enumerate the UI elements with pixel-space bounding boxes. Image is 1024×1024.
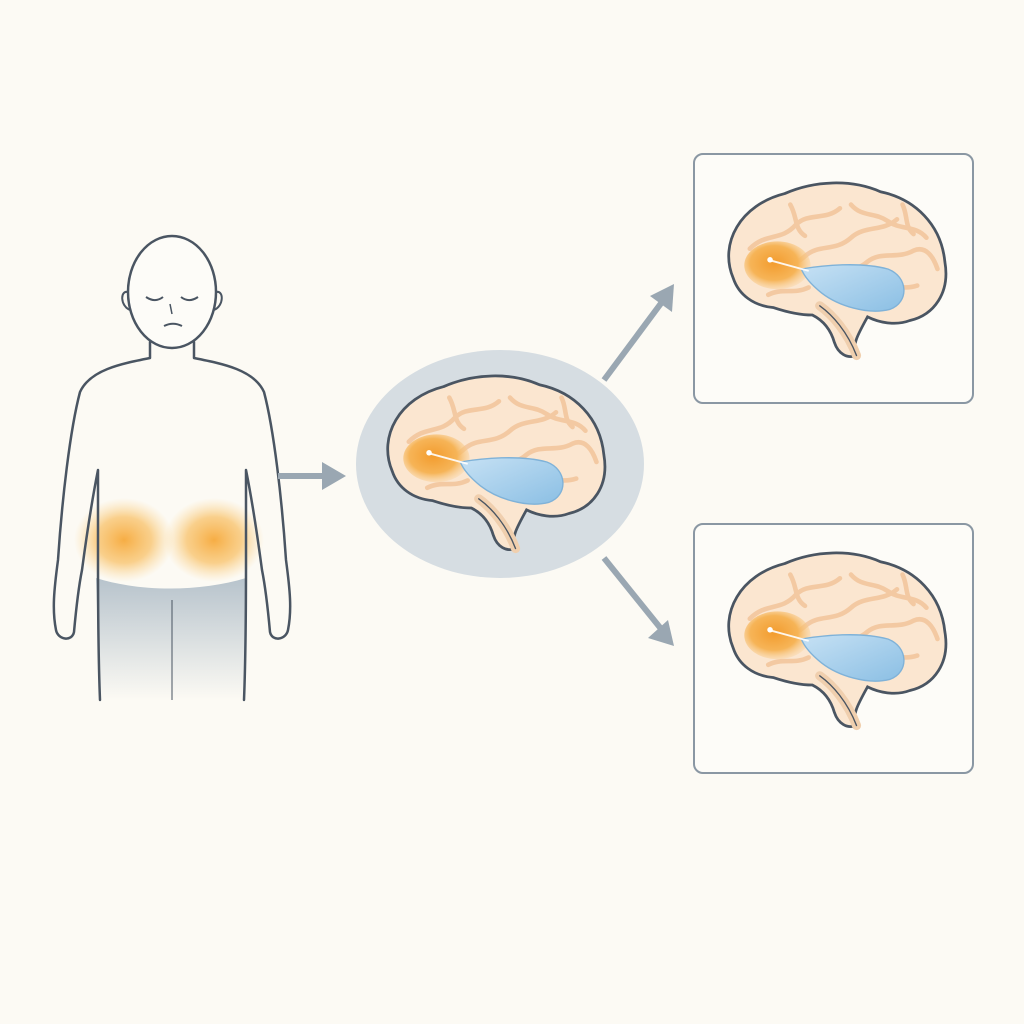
arrow-to-bottom-panel bbox=[601, 556, 674, 646]
pain-glow-right bbox=[164, 498, 264, 582]
person-figure-icon bbox=[52, 234, 292, 702]
mouth bbox=[163, 322, 183, 327]
arrow-to-top-panel bbox=[601, 284, 674, 382]
closed-eye-left bbox=[145, 296, 164, 301]
body-outline bbox=[52, 340, 292, 702]
brain-panel-top bbox=[693, 153, 974, 404]
center-brain bbox=[356, 350, 644, 578]
arrow-to-brain bbox=[278, 462, 346, 490]
closed-eye-right bbox=[180, 296, 199, 301]
brain-icon bbox=[729, 183, 946, 357]
brain-icon bbox=[729, 553, 946, 727]
brain-panel-bottom bbox=[693, 523, 974, 774]
pain-glow-left bbox=[74, 498, 174, 582]
head bbox=[126, 234, 218, 350]
